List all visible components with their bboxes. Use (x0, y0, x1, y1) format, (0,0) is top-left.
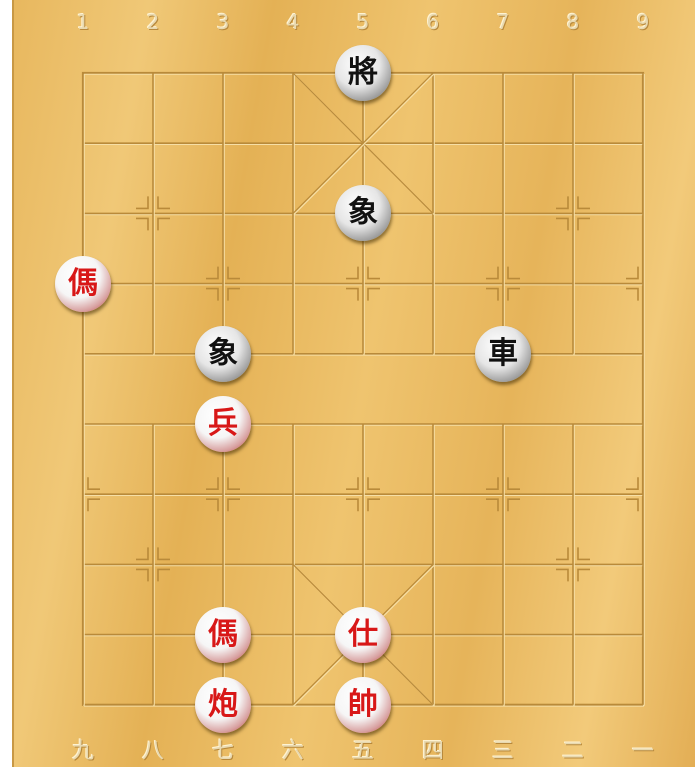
position-marker (508, 267, 520, 279)
position-marker (556, 196, 568, 208)
position-marker (508, 499, 520, 511)
position-marker (136, 547, 148, 559)
position-marker (228, 267, 240, 279)
piece-label: 炮 (208, 690, 238, 720)
position-marker (486, 499, 498, 511)
position-marker (578, 569, 590, 581)
position-marker (508, 477, 520, 489)
file-label-top-7: 7 (483, 10, 523, 34)
position-marker (626, 289, 638, 301)
black-elephant-piece[interactable]: 象 (195, 326, 251, 382)
position-marker (136, 218, 148, 230)
red-horse-piece[interactable]: 傌 (195, 607, 251, 663)
position-marker (158, 218, 170, 230)
position-marker (136, 569, 148, 581)
red-advisor-piece[interactable]: 仕 (335, 607, 391, 663)
red-general-piece[interactable]: 帥 (335, 677, 391, 733)
position-marker (158, 547, 170, 559)
piece-label: 將 (348, 58, 378, 88)
red-soldier-piece[interactable]: 兵 (195, 396, 251, 452)
position-marker (206, 289, 218, 301)
position-marker (626, 499, 638, 511)
piece-label: 車 (488, 339, 518, 369)
position-marker (556, 569, 568, 581)
black-elephant-piece[interactable]: 象 (335, 185, 391, 241)
position-marker (368, 267, 380, 279)
position-marker (346, 289, 358, 301)
piece-label: 仕 (348, 620, 378, 650)
red-cannon-piece[interactable]: 炮 (195, 677, 251, 733)
position-marker (486, 289, 498, 301)
piece-label: 象 (208, 339, 238, 369)
position-marker (158, 196, 170, 208)
file-label-top-5: 5 (343, 10, 383, 34)
file-label-bottom-1: 九 (63, 733, 103, 765)
red-horse-piece[interactable]: 傌 (55, 256, 111, 312)
black-chariot-piece[interactable]: 車 (475, 326, 531, 382)
position-marker (88, 477, 100, 489)
position-marker (88, 499, 100, 511)
file-label-top-9: 9 (623, 10, 663, 34)
file-label-bottom-4: 六 (273, 733, 313, 765)
position-marker (578, 547, 590, 559)
position-marker (346, 499, 358, 511)
file-label-top-2: 2 (133, 10, 173, 34)
position-marker (368, 289, 380, 301)
piece-label: 傌 (208, 620, 238, 650)
position-marker (368, 477, 380, 489)
file-label-top-6: 6 (413, 10, 453, 34)
position-marker (228, 477, 240, 489)
position-marker (158, 569, 170, 581)
position-marker (626, 267, 638, 279)
position-marker (228, 289, 240, 301)
piece-label: 帥 (348, 690, 378, 720)
position-marker (486, 267, 498, 279)
position-marker (206, 267, 218, 279)
file-label-bottom-7: 三 (483, 733, 523, 765)
piece-label: 兵 (208, 409, 238, 439)
position-marker (368, 499, 380, 511)
file-label-top-4: 4 (273, 10, 313, 34)
position-marker (556, 547, 568, 559)
position-marker (508, 289, 520, 301)
position-marker (346, 477, 358, 489)
position-marker (578, 218, 590, 230)
position-marker (206, 499, 218, 511)
piece-label: 傌 (68, 269, 98, 299)
file-label-bottom-3: 七 (203, 733, 243, 765)
black-general-piece[interactable]: 將 (335, 45, 391, 101)
position-marker (578, 196, 590, 208)
file-label-top-1: 1 (63, 10, 103, 34)
file-label-bottom-9: 一 (623, 733, 663, 765)
file-label-bottom-8: 二 (553, 733, 593, 765)
position-marker (556, 218, 568, 230)
file-label-bottom-6: 四 (413, 733, 453, 765)
position-marker (136, 196, 148, 208)
position-marker (206, 477, 218, 489)
position-marker (228, 499, 240, 511)
file-label-bottom-5: 五 (343, 733, 383, 765)
position-marker (346, 267, 358, 279)
position-marker (626, 477, 638, 489)
file-label-top-3: 3 (203, 10, 243, 34)
piece-label: 象 (348, 198, 378, 228)
file-label-bottom-2: 八 (133, 733, 173, 765)
position-marker (486, 477, 498, 489)
file-label-top-8: 8 (553, 10, 593, 34)
